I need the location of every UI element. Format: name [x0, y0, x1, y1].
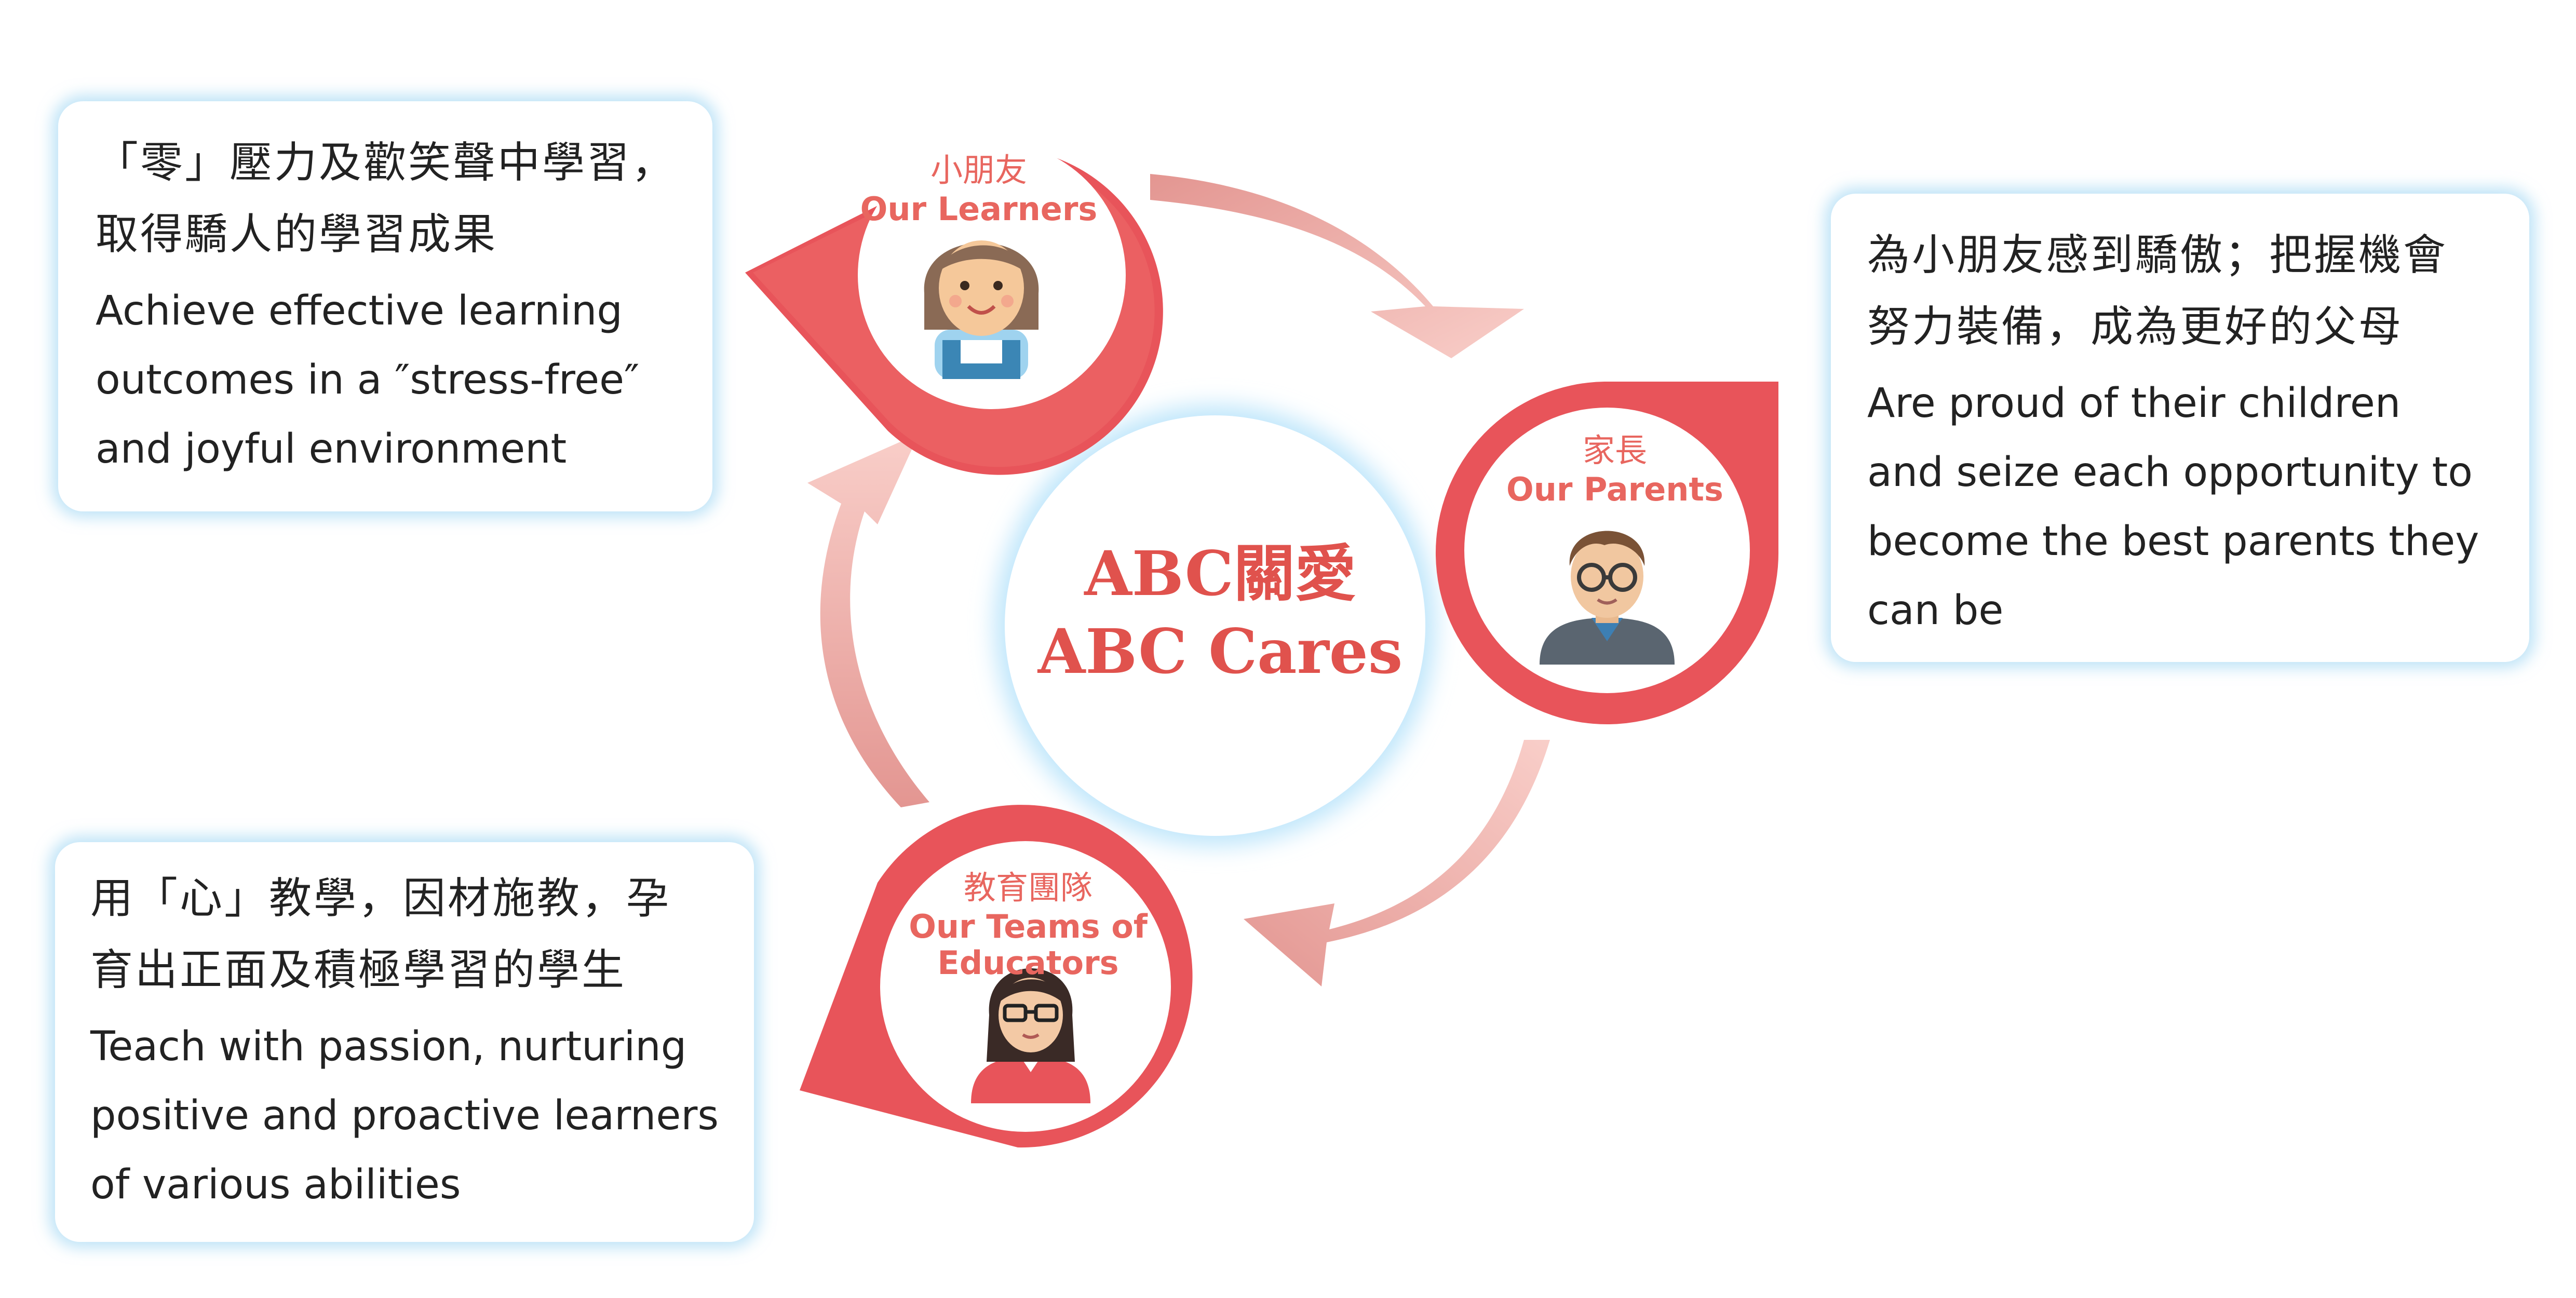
text-line: Achieve effective learning [96, 288, 623, 334]
textbox-zh: 用「心」教學，因材施教，孕 育出正面及積極學習的學生 [90, 863, 728, 1006]
father-icon [1540, 531, 1675, 665]
arrow-educators-to-learners [807, 434, 929, 807]
text-line: outcomes in a ″stress-free″ [96, 357, 640, 403]
center-title-en: ABC Cares [1037, 615, 1403, 687]
text-line: 用「心」教學，因材施教，孕 [90, 874, 671, 923]
teacher-icon [971, 968, 1090, 1103]
text-line: 「零」壓力及歡笑聲中學習， [96, 138, 677, 187]
node-label-en-line-1: Our Teams of [909, 908, 1148, 945]
text-line: and joyful environment [96, 426, 567, 472]
text-line: Are proud of their children [1867, 380, 2401, 427]
node-label-zh: 家長 [1582, 431, 1647, 469]
text-line: of various abilities [90, 1161, 461, 1208]
node-label-zh: 教育團隊 [963, 869, 1093, 907]
textbox-en: Are proud of their children and seize ea… [1867, 369, 2498, 645]
textbox-parents: 為小朋友感到驕傲；把握機會 努力裝備，成為更好的父母 Are proud of … [1831, 194, 2529, 662]
textbox-en: Achieve effective learning outcomes in a… [96, 277, 681, 484]
node-label-educators: 教育團隊 Our Teams of Educators [883, 867, 1174, 981]
textbox-en: Teach with passion, nurturing positive a… [90, 1012, 728, 1220]
node-label-en-line-2: Educators [937, 944, 1119, 982]
center-title-zh: ABC關愛 [1084, 537, 1356, 610]
text-line: 為小朋友感到驕傲；把握機會 [1867, 231, 2448, 280]
textbox-educators: 用「心」教學，因材施教，孕 育出正面及積極學習的學生 Teach with pa… [55, 842, 754, 1242]
node-label-en: Our Parents [1506, 470, 1723, 508]
textbox-learners: 「零」壓力及歡笑聲中學習， 取得驕人的學習成果 Achieve effectiv… [58, 101, 712, 511]
arrow-learners-to-parents [1150, 174, 1524, 358]
text-line: can be [1867, 587, 2004, 634]
node-label-learners: 小朋友 Our Learners [844, 150, 1114, 227]
child-icon [924, 240, 1039, 379]
text-line: and seize each opportunity to [1867, 449, 2473, 496]
text-line: Teach with passion, nurturing [90, 1023, 687, 1070]
arrow-parents-to-educators [1244, 740, 1550, 986]
center-circle [994, 405, 1436, 846]
text-line: positive and proactive learners [90, 1092, 719, 1139]
textbox-zh: 為小朋友感到驕傲；把握機會 努力裝備，成為更好的父母 [1867, 220, 2498, 363]
text-line: 取得驕人的學習成果 [96, 210, 498, 259]
node-label-parents: 家長 Our Parents [1469, 430, 1760, 508]
node-label-zh: 小朋友 [930, 151, 1027, 189]
node-label-en: Our Learners [860, 190, 1098, 228]
text-line: 育出正面及積極學習的學生 [90, 945, 627, 995]
center-title: ABC關愛 ABC Cares [987, 535, 1454, 691]
text-line: become the best parents they [1867, 518, 2479, 565]
text-line: 努力裝備，成為更好的父母 [1867, 302, 2404, 351]
textbox-zh: 「零」壓力及歡笑聲中學習， 取得驕人的學習成果 [96, 127, 681, 271]
